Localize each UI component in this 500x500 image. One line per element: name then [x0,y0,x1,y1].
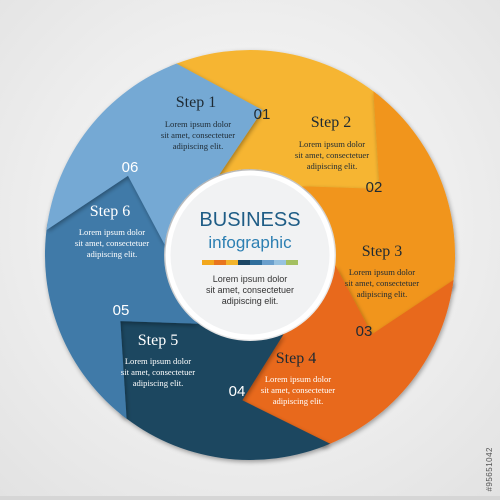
swatch-1 [202,260,214,265]
step-3-body-line-3: adipiscing elit. [357,289,408,299]
step-1-number: 01 [254,106,271,123]
step-1-body-line-3: adipiscing elit. [173,141,224,151]
step-6-body-line-3: adipiscing elit. [87,249,138,259]
step-4-number: 04 [229,383,246,400]
step-1-segment [169,50,382,194]
step-4-body-line-3: adipiscing elit. [273,396,324,406]
center-body-line-1: Lorem ipsum dolor [213,274,288,284]
step-2-body-line-1: Lorem ipsum dolor [299,139,365,149]
step-3-number: 03 [356,323,373,340]
step-5-body-line-1: Lorem ipsum dolor [125,356,191,366]
step-2-body-line-3: adipiscing elit. [307,161,358,171]
step-5-body-line-2: sit amet, consectetuer [121,367,195,377]
step-5-number: 05 [113,302,130,319]
center-subtitle: infographic [208,233,292,252]
step-3-segment [237,265,454,447]
step-3-body-line-2: sit amet, consectetuer [345,278,419,288]
swatch-2 [214,260,226,265]
step-2-body-line-2: sit amet, consectetuer [295,150,369,160]
step-1-body-line-2: sit amet, consectetuer [161,130,235,140]
footer-strip [0,496,500,500]
step-1-title: Step 1 [176,94,216,111]
step-1-body-line-1: Lorem ipsum dolor [165,119,231,129]
center-circle [165,170,335,340]
step-6-segment [46,63,263,245]
swatch-7 [274,260,286,265]
swatch-8 [286,260,298,265]
step-2-title: Step 2 [311,114,351,131]
step-6-title: Step 6 [90,203,130,220]
step-3-title: Step 3 [362,243,402,260]
step-5-body-line-3: adipiscing elit. [133,378,184,388]
step-2-number: 02 [366,179,383,196]
center-body-line-2: sit amet, consectetuer [206,285,294,295]
stock-id-label: #95651042 [485,447,494,492]
step-6-number: 06 [122,159,139,176]
swatch-3 [226,260,238,265]
step-4-title: Step 4 [276,350,316,367]
center-body-line-3: adipiscing elit. [222,296,279,306]
step-3-body-line-1: Lorem ipsum dolor [349,267,415,277]
step-6-body-line-2: sit amet, consectetuer [75,238,149,248]
step-6-body-line-1: Lorem ipsum dolor [79,227,145,237]
step-4-segment [118,316,331,460]
swatch-5 [250,260,262,265]
step-4-body-line-1: Lorem ipsum dolor [265,374,331,384]
step-4-body-line-2: sit amet, consectetuer [261,385,335,395]
color-swatch-strip [202,260,298,265]
swatch-6 [262,260,274,265]
center-title: BUSINESS [199,209,300,231]
step-5-title: Step 5 [138,332,178,349]
swatch-4 [238,260,250,265]
